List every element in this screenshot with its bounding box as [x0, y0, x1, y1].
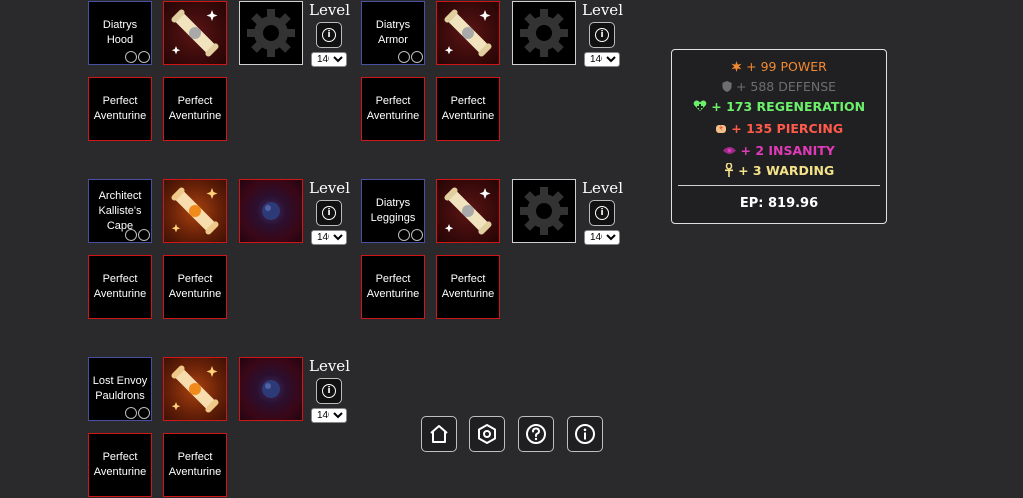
equipment-set-pauldrons: Lost Envoy Pauldrons Level i 140 Perfect…: [88, 357, 350, 498]
level-label: Level: [309, 357, 350, 375]
upgrade-slot-empty[interactable]: [512, 1, 576, 65]
socket-indicators: [125, 407, 150, 419]
orb-icon: [262, 202, 280, 220]
orange-scroll-icon: [171, 187, 219, 235]
level-select[interactable]: 140: [311, 230, 347, 245]
item-slot[interactable]: Diatrys Armor: [361, 1, 425, 65]
gem-slot-2[interactable]: Perfect Aventurine: [163, 433, 227, 497]
item-name: Architect Kalliste's Cape: [98, 189, 142, 232]
socket-indicators: [398, 51, 423, 63]
socket-indicators: [125, 51, 150, 63]
info-icon: i: [322, 206, 336, 220]
item-slot[interactable]: Lost Envoy Pauldrons: [88, 357, 152, 421]
stat-insanity: + 2 INSANITY: [672, 143, 886, 158]
question-icon: [526, 424, 546, 444]
gem-slot-2[interactable]: Perfect Aventurine: [163, 77, 227, 141]
item-slot[interactable]: Architect Kalliste's Cape: [88, 179, 152, 243]
stat-warding: + 3 WARDING: [672, 162, 886, 178]
equipment-set-leggings: Diatrys Leggings: [361, 179, 623, 320]
hexagon-settings-icon: [478, 424, 496, 444]
gear-icon: [520, 187, 568, 235]
scroll-slot[interactable]: [163, 179, 227, 243]
upgrade-slot-orb[interactable]: [239, 357, 303, 421]
upgrade-slot-orb[interactable]: [239, 179, 303, 243]
ankh-icon: [724, 162, 733, 177]
stats-panel: + 99 POWER + 588 DEFENSE + 173 REGENERAT…: [671, 49, 887, 224]
equipment-set-armor: Diatrys Armor: [361, 1, 623, 142]
level-label: Level: [582, 179, 623, 197]
level-control: Level i 140: [309, 357, 350, 423]
item-name: Diatrys Hood: [102, 19, 138, 46]
gem-slot-1[interactable]: Perfect Aventurine: [361, 255, 425, 319]
gem-slot-1[interactable]: Perfect Aventurine: [88, 433, 152, 497]
item-slot[interactable]: Diatrys Hood: [88, 1, 152, 65]
info-button[interactable]: i: [589, 22, 615, 48]
level-label: Level: [582, 1, 623, 19]
info-icon: i: [322, 28, 336, 42]
scroll-slot[interactable]: [436, 179, 500, 243]
star-burst-icon: [731, 61, 742, 72]
info-nav-button[interactable]: [567, 416, 603, 452]
gem-slot-2[interactable]: Perfect Aventurine: [436, 255, 500, 319]
info-icon: i: [595, 206, 609, 220]
level-label: Level: [309, 1, 350, 19]
socket-indicators: [125, 229, 150, 241]
stat-regeneration: + 173 REGENERATION: [672, 99, 886, 114]
item-name: Diatrys Leggings: [370, 197, 416, 224]
level-label: Level: [309, 179, 350, 197]
silver-scroll-icon: [171, 9, 219, 57]
upgrade-slot-empty[interactable]: [239, 1, 303, 65]
level-select[interactable]: 140: [311, 52, 347, 67]
silver-scroll-icon: [444, 187, 492, 235]
info-button[interactable]: i: [316, 378, 342, 404]
ep-value: EP: 819.96: [739, 196, 819, 211]
info-button[interactable]: i: [316, 22, 342, 48]
gear-icon: [520, 9, 568, 57]
info-icon: i: [595, 28, 609, 42]
home-button[interactable]: [421, 416, 457, 452]
stat-piercing: + 135 PIERCING: [672, 121, 886, 136]
upgrade-slot-empty[interactable]: [512, 179, 576, 243]
stat-defense: + 588 DEFENSE: [672, 79, 886, 94]
level-select[interactable]: 140: [584, 52, 620, 67]
level-control: Level i 140: [582, 1, 623, 67]
level-select[interactable]: 140: [584, 230, 620, 245]
piercing-fist-icon: [715, 125, 726, 133]
level-control: Level i 140: [582, 179, 623, 245]
socket-indicators: [398, 229, 423, 241]
stat-power: + 99 POWER: [672, 59, 886, 74]
info-button[interactable]: i: [316, 200, 342, 226]
gem-slot-2[interactable]: Perfect Aventurine: [436, 77, 500, 141]
info-button[interactable]: i: [589, 200, 615, 226]
eye-icon: [723, 147, 737, 154]
scroll-slot[interactable]: [163, 1, 227, 65]
silver-scroll-icon: [444, 9, 492, 57]
level-control: Level i 140: [309, 1, 350, 67]
level-select[interactable]: 140: [311, 408, 347, 423]
heart-plus-icon: [693, 100, 707, 111]
orb-icon: [262, 380, 280, 398]
info-icon: i: [322, 384, 336, 398]
gear-icon: [247, 9, 295, 57]
gem-slot-1[interactable]: Perfect Aventurine: [361, 77, 425, 141]
item-name: Lost Envoy Pauldrons: [92, 375, 148, 402]
gem-slot-1[interactable]: Perfect Aventurine: [88, 77, 152, 141]
settings-button[interactable]: [469, 416, 505, 452]
equipment-set-cape: Architect Kalliste's Cape Level i 140 Pe…: [88, 179, 350, 320]
stats-divider: [678, 185, 880, 186]
item-name: Diatrys Armor: [375, 19, 411, 46]
gem-slot-2[interactable]: Perfect Aventurine: [163, 255, 227, 319]
item-slot[interactable]: Diatrys Leggings: [361, 179, 425, 243]
home-icon: [430, 425, 448, 443]
shield-icon: [722, 81, 732, 92]
level-control: Level i 140: [309, 179, 350, 245]
scroll-slot[interactable]: [163, 357, 227, 421]
orange-scroll-icon: [171, 365, 219, 413]
info-icon: [575, 424, 595, 444]
gem-slot-1[interactable]: Perfect Aventurine: [88, 255, 152, 319]
equipment-set-hood: Diatrys Hood: [88, 1, 350, 142]
scroll-slot[interactable]: [436, 1, 500, 65]
help-button[interactable]: [518, 416, 554, 452]
